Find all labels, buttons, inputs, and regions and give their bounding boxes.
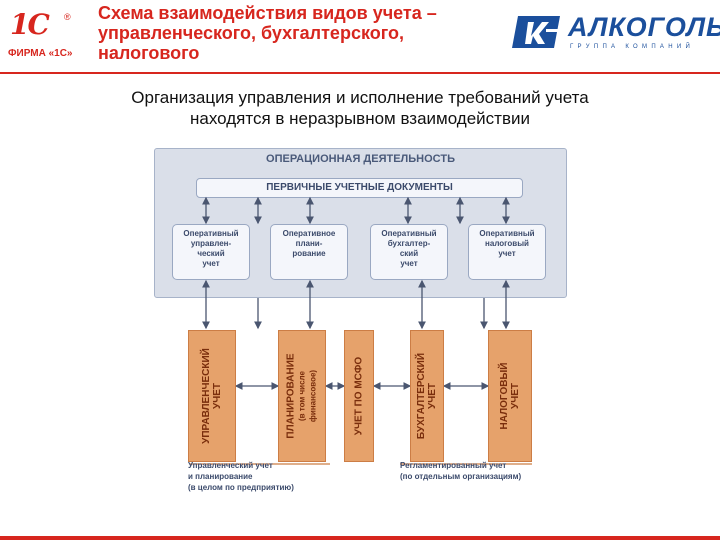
primary-documents-box: ПЕРВИЧНЫЕ УЧЕТНЫЕ ДОКУМЕНТЫ xyxy=(196,178,523,198)
op-box-line: плани- xyxy=(295,239,323,248)
note-management-planning: Управленческий учет и планирование (в це… xyxy=(188,460,294,493)
op-box-line: Оперативный xyxy=(479,229,535,238)
page-title: Схема взаимодействия видов учета – управ… xyxy=(98,3,488,63)
logo-1c-subtitle: ФИРМА «1С» xyxy=(8,48,73,59)
logo-1c-sign: 1С xyxy=(10,8,50,41)
op-box-line: налоговый xyxy=(485,239,529,248)
subtitle-line: Организация управления и исполнение треб… xyxy=(131,88,589,107)
footer-divider xyxy=(0,536,720,540)
acc-box-ifrs: УЧЕТ ПО МСФО xyxy=(344,330,374,462)
page-title-line: Схема взаимодействия видов учета – xyxy=(98,3,437,23)
op-box-planning: Оперативное плани- рование xyxy=(270,224,348,280)
header: 1С ® ФИРМА «1С» Схема взаимодействия вид… xyxy=(0,0,720,72)
note-line: (по отдельным организациям) xyxy=(400,472,522,481)
registered-mark: ® xyxy=(64,12,71,22)
subtitle-line: находятся в неразрывном взаимодействии xyxy=(190,109,530,128)
page-title-line: налогового xyxy=(98,43,200,63)
acc-box-line: УПРАВЛЕНЧЕСКИЙ xyxy=(201,348,212,444)
logo-ka-subtitle: ГРУППА КОМПАНИЙ xyxy=(570,44,695,50)
acc-box-planning: ПЛАНИРОВАНИЕ (в том числе финансовое) xyxy=(278,330,326,462)
note-line: и планирование xyxy=(188,472,253,481)
acc-box-line: финансовое) xyxy=(308,369,318,423)
op-box-line: рование xyxy=(292,249,326,258)
acc-box-line: БУХГАЛТЕРСКИЙ xyxy=(416,352,427,440)
acc-box-tax: НАЛОГОВЫЙ УЧЕТ xyxy=(488,330,532,462)
op-box-line: Оперативный xyxy=(183,229,239,238)
op-box-line: бухгалтер- xyxy=(387,239,431,248)
note-line: Регламентированный учет xyxy=(400,461,507,470)
acc-box-line: УЧЕТ xyxy=(510,382,521,410)
ka-emblem-icon xyxy=(512,16,560,48)
note-regulated-accounting: Регламентированный учет (по отдельным ор… xyxy=(400,460,521,482)
acc-box-line: УЧЕТ xyxy=(427,382,438,410)
logo-ka-word: АЛКОГОЛЬ xyxy=(568,12,720,42)
interaction-diagram: ОПЕРАЦИОННАЯ ДЕЯТЕЛЬНОСТЬ ПЕРВИЧНЫЕ УЧЕТ… xyxy=(154,148,569,500)
operational-activity-title: ОПЕРАЦИОННАЯ ДЕЯТЕЛЬНОСТЬ xyxy=(266,153,455,165)
op-box-line: Оперативный xyxy=(381,229,437,238)
op-box-line: Оперативное xyxy=(282,229,336,238)
note-line: Управленческий учет xyxy=(188,461,273,470)
op-box-line: учет xyxy=(498,249,516,258)
acc-box-line: УЧЕТ ПО МСФО xyxy=(353,356,365,436)
op-box-line: управлен- xyxy=(190,239,232,248)
diagram-arrows xyxy=(190,196,532,465)
acc-box-bookkeeping: БУХГАЛТЕРСКИЙ УЧЕТ xyxy=(410,330,444,462)
logo-1c: 1С ® ФИРМА «1С» xyxy=(6,6,73,62)
op-box-line: учет xyxy=(202,259,220,268)
op-box-tax: Оперативный налоговый учет xyxy=(468,224,546,280)
acc-box-line: (в том числе xyxy=(297,371,307,421)
op-box-bookkeeping: Оперативный бухгалтер- ский учет xyxy=(370,224,448,280)
page-title-line: управленческого, бухгалтерского, xyxy=(98,23,404,43)
op-box-line: ский xyxy=(399,249,419,258)
slide-subtitle: Организация управления и исполнение треб… xyxy=(40,87,680,129)
op-box-line: ческий xyxy=(197,249,225,258)
acc-box-line: УЧЕТ xyxy=(212,382,223,410)
op-box-line: учет xyxy=(400,259,418,268)
acc-box-management: УПРАВЛЕНЧЕСКИЙ УЧЕТ xyxy=(188,330,236,462)
op-box-management-accounting: Оперативный управлен- ческий учет xyxy=(172,224,250,280)
header-divider xyxy=(0,72,720,74)
acc-box-line: ПЛАНИРОВАНИЕ xyxy=(285,353,297,439)
note-line: (в целом по предприятию) xyxy=(188,483,294,492)
acc-box-line: НАЛОГОВЫЙ xyxy=(499,362,510,430)
logo-ka-alkogol: АЛКОГОЛЬ ГРУППА КОМПАНИЙ xyxy=(512,12,720,54)
